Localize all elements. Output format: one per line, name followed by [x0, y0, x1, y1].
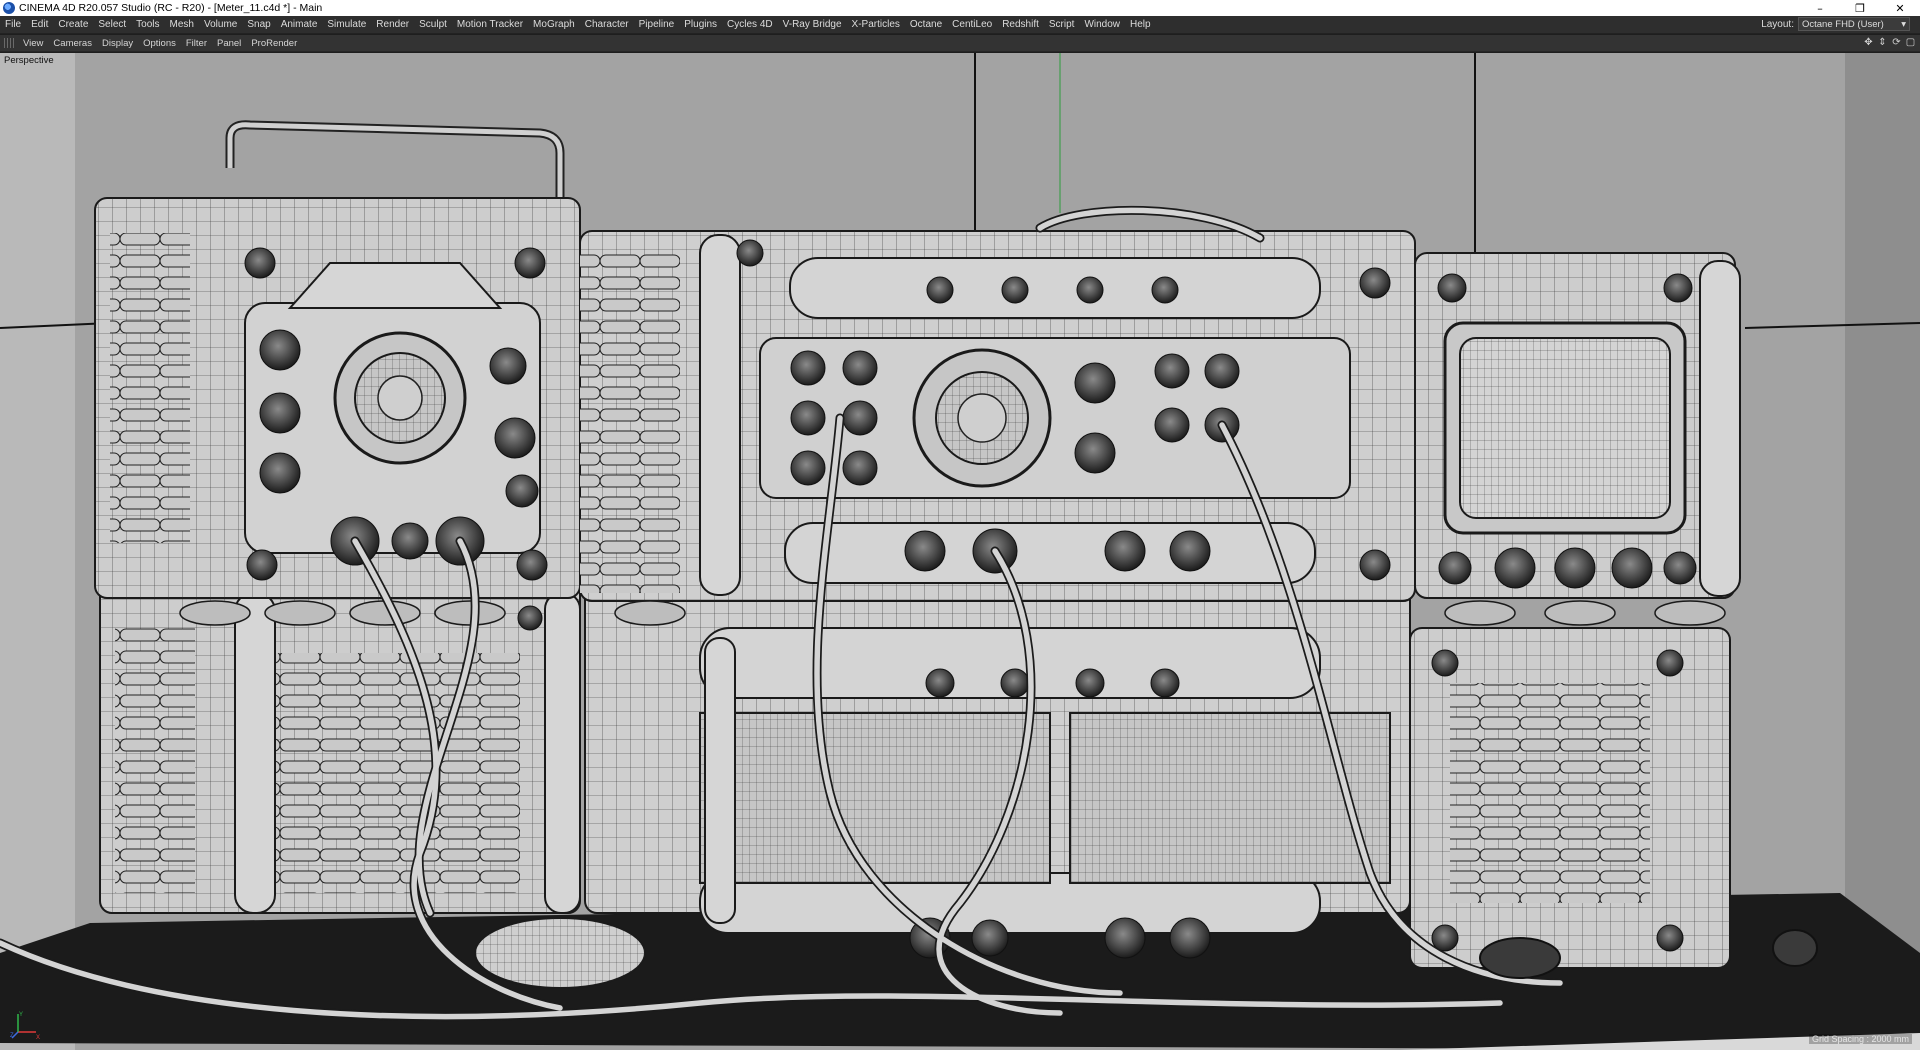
menu-centileo[interactable]: CentiLeo — [952, 19, 993, 30]
toggle-views-icon[interactable]: ▢ — [1905, 37, 1916, 48]
right-wall-strip — [1845, 53, 1920, 1050]
menu-character[interactable]: Character — [584, 19, 629, 30]
lower-left-cabinet — [99, 582, 581, 914]
viewport-camera-label: Perspective — [4, 55, 54, 66]
panel-grip-icon[interactable] — [4, 38, 14, 48]
cinema4d-app-icon[interactable] — [3, 2, 15, 14]
window-controls: – ❐ ✕ — [1800, 0, 1920, 16]
menu-x-particles[interactable]: X-Particles — [851, 19, 900, 30]
menu-edit[interactable]: Edit — [31, 19, 49, 30]
axis-y-label: Y — [19, 1012, 23, 1018]
probes — [474, 917, 1818, 989]
wall-seam — [1744, 322, 1920, 329]
zoom-view-icon[interactable]: ⇕ — [1878, 37, 1887, 48]
rotate-view-icon[interactable]: ⟳ — [1892, 37, 1901, 48]
viewport-menu-display[interactable]: Display — [101, 37, 134, 49]
menu-snap[interactable]: Snap — [247, 19, 271, 30]
chevron-down-icon: ▾ — [1901, 18, 1906, 30]
wall-seam — [0, 322, 111, 329]
menu-tools[interactable]: Tools — [136, 19, 160, 30]
menu-pipeline[interactable]: Pipeline — [638, 19, 675, 30]
menu-file[interactable]: File — [5, 19, 22, 30]
restore-button[interactable]: ❐ — [1855, 1, 1865, 15]
minimize-button[interactable]: – — [1817, 1, 1823, 15]
menu-motion-tracker[interactable]: Motion Tracker — [456, 19, 524, 30]
layout-dropdown-value: Octane FHD (User) — [1802, 18, 1884, 30]
upper-middle-instrument — [579, 230, 1416, 602]
menu-volume[interactable]: Volume — [203, 19, 238, 30]
window-title: CINEMA 4D R20.057 Studio (RC - R20) - [M… — [19, 2, 323, 14]
layout-label: Layout: — [1761, 18, 1794, 30]
menu-window[interactable]: Window — [1084, 19, 1121, 30]
menu-redshift[interactable]: Redshift — [1002, 19, 1039, 30]
close-button[interactable]: ✕ — [1895, 1, 1905, 15]
layout-dropdown[interactable]: Octane FHD (User) ▾ — [1798, 17, 1910, 31]
menu-cycles-4d[interactable]: Cycles 4D — [727, 19, 773, 30]
menu-sculpt[interactable]: Sculpt — [419, 19, 447, 30]
patch-cables — [0, 205, 1565, 1021]
menu-create[interactable]: Create — [58, 19, 89, 30]
lower-middle-cabinet — [584, 577, 1411, 959]
menu-plugins[interactable]: Plugins — [684, 19, 718, 30]
viewport-menu-options[interactable]: Options — [143, 37, 176, 49]
device-feet — [179, 600, 1726, 626]
viewport-nav-icons: ✥ ⇕ ⟳ ▢ — [1863, 37, 1916, 49]
viewport-menu-view[interactable]: View — [23, 37, 44, 49]
menu-script[interactable]: Script — [1048, 19, 1075, 30]
scene-wireframe — [0, 53, 1920, 1050]
viewport-menu-cameras[interactable]: Cameras — [53, 37, 92, 49]
perspective-viewport[interactable]: Perspective X Y Z Grid Spacing : 2000 mm — [0, 53, 1920, 1050]
layout-switcher: Layout: Octane FHD (User) ▾ — [1761, 17, 1910, 31]
menu-select[interactable]: Select — [98, 19, 127, 30]
axis-gizmo-icon: X Y Z — [10, 1012, 40, 1040]
viewport-menu-panel[interactable]: Panel — [217, 37, 242, 49]
upper-left-oscilloscope — [94, 120, 581, 599]
viewport-menu-bar: View Cameras Display Options Filter Pane… — [0, 35, 1920, 52]
axis-z-label: Z — [10, 1033, 14, 1039]
move-view-icon[interactable]: ✥ — [1864, 37, 1873, 48]
axis-x-label: X — [36, 1035, 40, 1040]
left-wall-strip — [0, 53, 75, 1050]
menu-octane[interactable]: Octane — [909, 19, 943, 30]
floor-edge — [0, 1033, 1920, 1050]
menu-help[interactable]: Help — [1130, 19, 1151, 30]
grid-spacing-readout: Grid Spacing : 2000 mm — [1808, 1034, 1912, 1044]
menu-animate[interactable]: Animate — [280, 19, 318, 30]
menu-mograph[interactable]: MoGraph — [533, 19, 575, 30]
menu-render[interactable]: Render — [376, 19, 410, 30]
menu-vray-bridge[interactable]: V-Ray Bridge — [782, 19, 842, 30]
menu-mesh[interactable]: Mesh — [169, 19, 194, 30]
viewport-menu-filter[interactable]: Filter — [185, 37, 207, 49]
main-menu-bar: File Edit Create Select Tools Mesh Volum… — [0, 16, 1920, 34]
title-bar: CINEMA 4D R20.057 Studio (RC - R20) - [M… — [0, 0, 1920, 16]
upper-right-monitor — [1414, 252, 1741, 599]
viewport-menu-prorender[interactable]: ProRender — [251, 37, 298, 49]
menu-simulate[interactable]: Simulate — [327, 19, 367, 30]
lower-right-cabinet — [1409, 627, 1731, 969]
